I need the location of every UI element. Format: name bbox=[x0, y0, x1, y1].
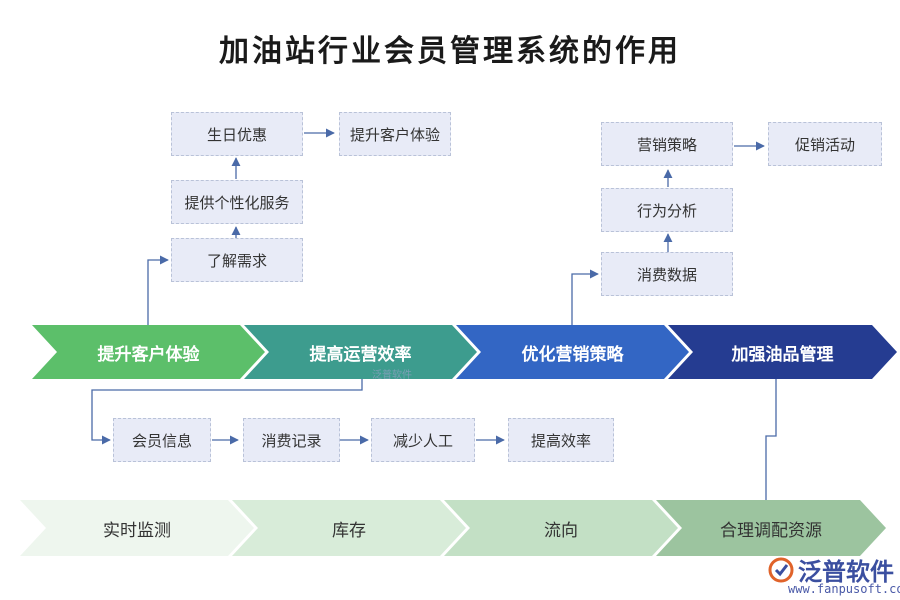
main-step-3: 优化营销策略 bbox=[521, 344, 624, 365]
node-consumption-records: 消费记录 bbox=[243, 418, 340, 462]
bottom-step-3: 流向 bbox=[544, 520, 578, 541]
node-consumption-data: 消费数据 bbox=[601, 252, 733, 296]
node-behavior-analysis: 行为分析 bbox=[601, 188, 733, 232]
brand-logo: 泛普软件 bbox=[768, 552, 894, 587]
node-member-info: 会员信息 bbox=[113, 418, 211, 462]
brand-name: 泛普软件 bbox=[798, 558, 894, 586]
bottom-step-2: 库存 bbox=[332, 520, 366, 541]
connector-experience-to-need bbox=[147, 255, 169, 325]
page-title: 加油站行业会员管理系统的作用 bbox=[219, 34, 681, 69]
connector-efficiency-to-member bbox=[91, 378, 363, 445]
brand-mark-icon bbox=[768, 557, 794, 582]
connector-oil-to-allocation bbox=[761, 378, 777, 516]
node-improve-experience: 提升客户体验 bbox=[339, 112, 451, 156]
node-personalized-service: 提供个性化服务 bbox=[171, 180, 303, 224]
node-marketing-strategy: 营销策略 bbox=[601, 122, 733, 166]
node-promotion: 促销活动 bbox=[768, 122, 882, 166]
bottom-step-1: 实时监测 bbox=[103, 520, 171, 541]
watermark-text: 泛普软件 bbox=[372, 370, 412, 381]
brand-url: www.fanpusoft.com bbox=[788, 582, 900, 596]
bottom-step-4: 合理调配资源 bbox=[720, 520, 822, 541]
node-birthday-discount: 生日优惠 bbox=[171, 112, 303, 156]
connector-marketing-to-data bbox=[571, 269, 599, 325]
node-understand-needs: 了解需求 bbox=[171, 238, 303, 282]
node-reduce-labor: 减少人工 bbox=[371, 418, 475, 462]
main-step-4: 加强油品管理 bbox=[731, 344, 834, 365]
main-step-1: 提升客户体验 bbox=[97, 344, 200, 365]
main-step-2: 提高运营效率 bbox=[309, 344, 412, 365]
node-improve-efficiency: 提高效率 bbox=[508, 418, 614, 462]
